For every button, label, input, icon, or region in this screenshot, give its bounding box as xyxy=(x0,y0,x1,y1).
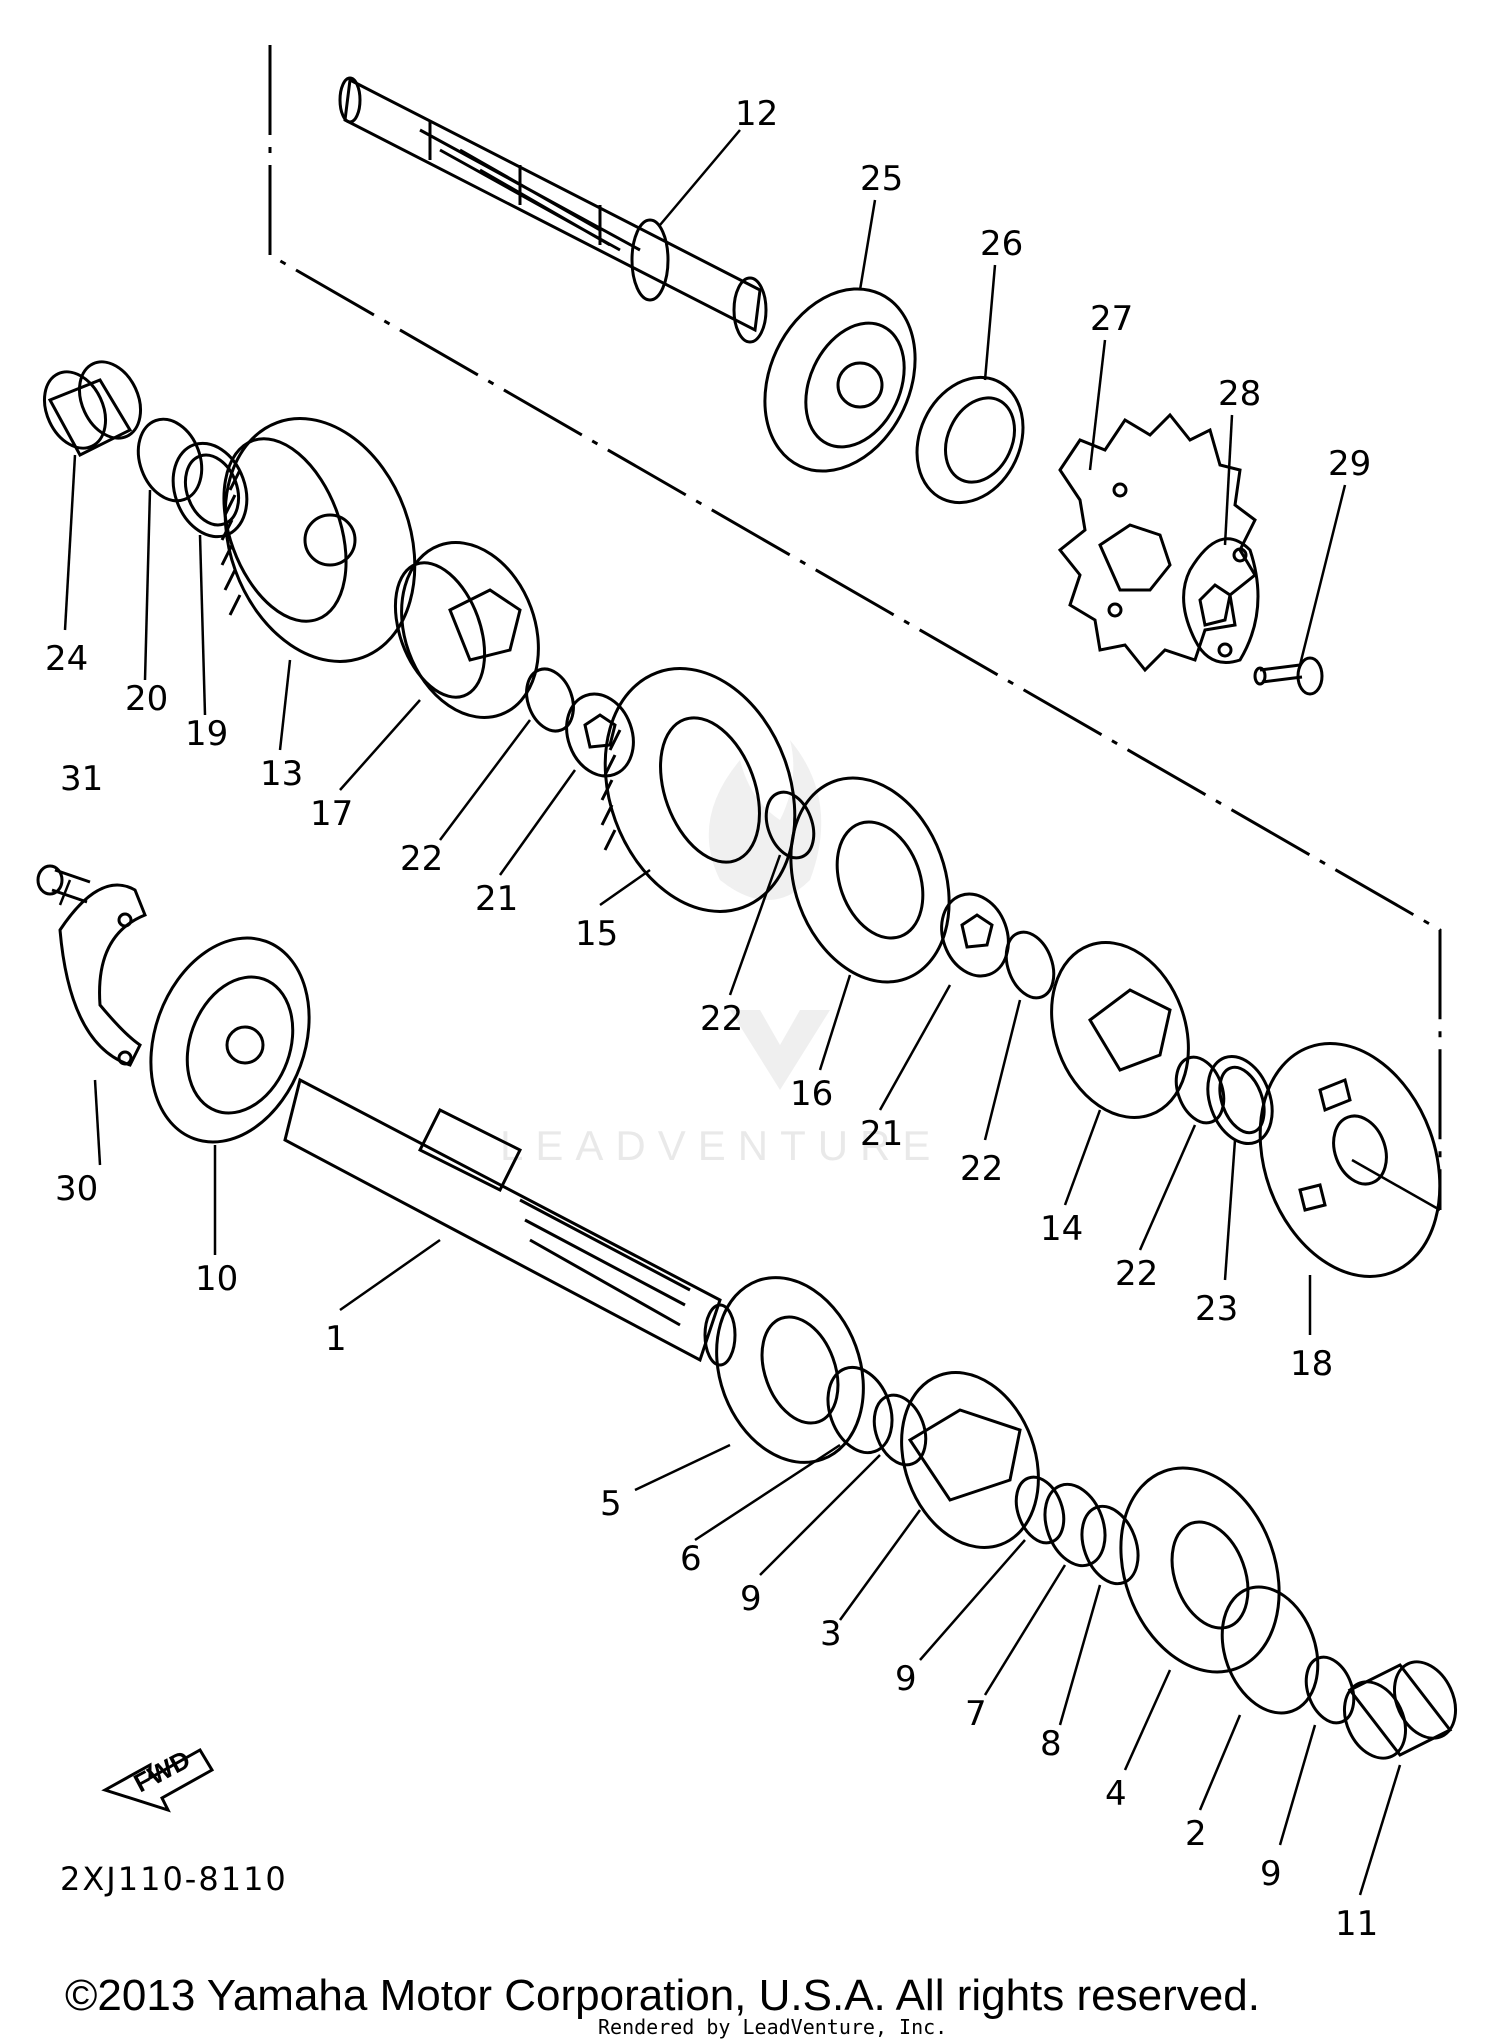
label-13: 13 xyxy=(260,754,303,794)
gear-18 xyxy=(1258,1042,1442,1278)
watermark-text: LEADVENTURE xyxy=(500,1122,942,1169)
rendered-by-credit: Rendered by LeadVenture, Inc. xyxy=(598,2015,947,2039)
fwd-arrow-icon: FWD xyxy=(101,1744,215,1813)
circlip-9-c xyxy=(1304,1655,1356,1725)
fwd-label: FWD xyxy=(129,1744,195,1798)
label-6: 6 xyxy=(680,1539,702,1579)
label-3: 3 xyxy=(820,1614,842,1654)
gear-5 xyxy=(715,1276,865,1464)
label-20: 20 xyxy=(125,679,168,719)
countershaft-group-bracket xyxy=(268,45,1442,1210)
gear-15 xyxy=(600,667,797,913)
needle-bearing-24 xyxy=(43,360,142,457)
copyright-notice: ©2013 Yamaha Motor Corporation, U.S.A. A… xyxy=(65,1971,1260,2020)
label-8: 8 xyxy=(1040,1724,1062,1764)
label-15: 15 xyxy=(575,914,618,954)
label-1: 1 xyxy=(325,1319,347,1359)
circlip-22-d xyxy=(1174,1055,1226,1125)
label-28: 28 xyxy=(1218,374,1261,414)
label-5: 5 xyxy=(600,1484,622,1524)
label-26: 26 xyxy=(980,224,1023,264)
washer-21-a xyxy=(565,692,635,778)
washer-6 xyxy=(826,1365,894,1455)
oil-seal-26 xyxy=(915,375,1025,505)
bearing-10 xyxy=(149,936,311,1144)
circlip-9-b xyxy=(1014,1475,1066,1545)
gear-16 xyxy=(789,776,951,984)
label-22-a: 22 xyxy=(400,839,443,879)
label-4: 4 xyxy=(1105,1774,1127,1814)
bolt-29 xyxy=(1253,656,1324,696)
screw-31 xyxy=(36,864,91,904)
label-29: 29 xyxy=(1328,444,1371,484)
gear-3 xyxy=(900,1371,1040,1549)
sprocket-retainer-28 xyxy=(1182,537,1260,664)
label-7: 7 xyxy=(965,1694,987,1734)
gear-13 xyxy=(220,417,417,663)
gear-17 xyxy=(393,541,540,719)
label-22-c: 22 xyxy=(960,1149,1003,1189)
label-17: 17 xyxy=(310,794,353,834)
washer-7 xyxy=(1043,1482,1107,1568)
label-19: 19 xyxy=(185,714,228,754)
gear-4 xyxy=(1119,1466,1281,1674)
needle-bearing-11 xyxy=(1343,1660,1457,1760)
washer-21-b xyxy=(940,892,1010,978)
circlip-20 xyxy=(136,417,204,503)
label-25: 25 xyxy=(860,159,903,199)
label-31: 31 xyxy=(60,759,103,799)
label-30: 30 xyxy=(55,1169,98,1209)
label-22-b: 22 xyxy=(700,999,743,1039)
gear-2 xyxy=(1220,1585,1320,1715)
washer-8 xyxy=(1080,1504,1140,1586)
drawing-code: 2XJ110-8110 xyxy=(60,1860,288,1898)
label-14: 14 xyxy=(1040,1209,1083,1249)
leader-lines xyxy=(58,129,1402,1896)
label-11: 11 xyxy=(1335,1904,1378,1944)
label-18: 18 xyxy=(1290,1344,1333,1384)
label-27: 27 xyxy=(1090,299,1133,339)
circlip-22-a xyxy=(525,667,575,733)
label-12: 12 xyxy=(735,94,778,134)
main-axle-part xyxy=(283,1077,737,1367)
circlip-22-b xyxy=(764,790,816,860)
countershaft-part xyxy=(338,76,768,344)
label-9-b: 9 xyxy=(895,1659,917,1699)
label-21-a: 21 xyxy=(475,879,518,919)
label-16: 16 xyxy=(790,1074,833,1114)
bracket-tail xyxy=(1351,1158,1441,1212)
label-22-d: 22 xyxy=(1115,1254,1158,1294)
stopper-plate-30 xyxy=(58,883,147,1067)
gear-14 xyxy=(1050,941,1190,1119)
circlip-9-a xyxy=(872,1393,928,1467)
circlip-22-c xyxy=(1004,930,1056,1000)
label-10: 10 xyxy=(195,1259,238,1299)
leadventure-watermark: LEADVENTURE xyxy=(500,740,942,1169)
label-21-b: 21 xyxy=(860,1114,903,1154)
label-24: 24 xyxy=(45,639,88,679)
part-labels: 12 25 26 27 28 29 24 20 19 13 17 22 21 1… xyxy=(45,94,1378,1944)
label-23: 23 xyxy=(1195,1289,1238,1329)
label-2: 2 xyxy=(1185,1814,1207,1854)
bearing-25 xyxy=(763,287,917,473)
label-9-c: 9 xyxy=(1260,1854,1282,1894)
label-9-a: 9 xyxy=(740,1579,762,1619)
